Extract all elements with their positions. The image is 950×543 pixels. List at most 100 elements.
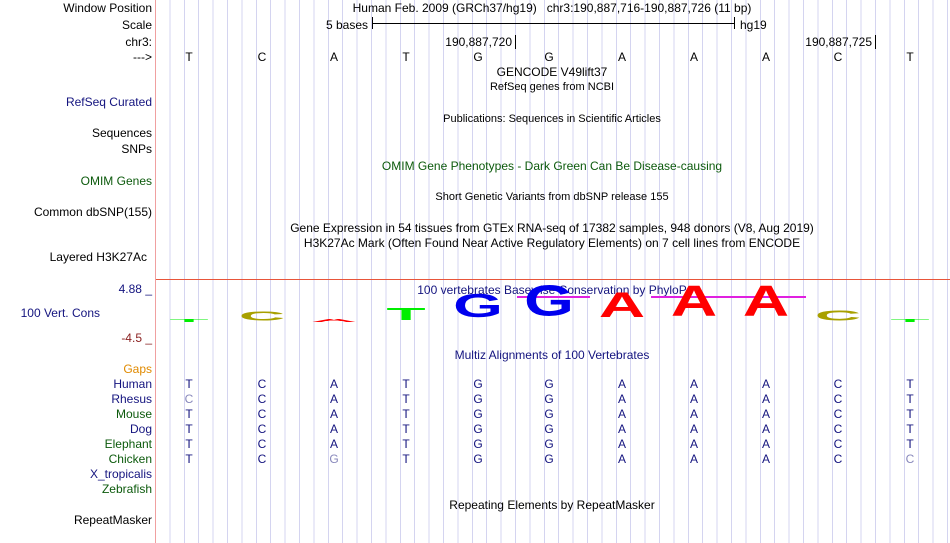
repeatmasker-label[interactable]: RepeatMasker	[73, 513, 152, 527]
common-dbsnp-label[interactable]: Common dbSNP(155)	[33, 205, 152, 219]
conservation-highlight	[651, 296, 806, 298]
aligned-base: A	[329, 377, 338, 391]
aligned-base: A	[617, 407, 626, 421]
omim-genes-label[interactable]: OMIM Genes	[80, 174, 152, 188]
aligned-base: A	[617, 422, 626, 436]
track-area[interactable]	[156, 0, 950, 543]
scale-label: Scale	[121, 18, 152, 32]
aligned-base: A	[329, 422, 338, 436]
aligned-base: A	[617, 377, 626, 391]
aligned-base: G	[329, 452, 339, 466]
species-label[interactable]: X_tropicalis	[89, 467, 152, 481]
aligned-base: C	[833, 407, 843, 421]
publications-title: Publications: Sequences in Scientific Ar…	[443, 113, 661, 125]
aligned-base: C	[833, 452, 843, 466]
conservation-letter: C	[238, 309, 286, 324]
conservation-letter: G	[524, 276, 574, 326]
conservation-letter: T	[890, 318, 930, 324]
aligned-base: A	[761, 437, 770, 451]
aligned-base: G	[544, 377, 554, 391]
aligned-base: C	[257, 437, 267, 451]
aligned-base: T	[906, 407, 914, 421]
base: G	[473, 50, 483, 64]
aligned-base: A	[761, 422, 770, 436]
species-label[interactable]: Chicken	[108, 452, 152, 466]
aligned-base: C	[905, 452, 915, 466]
species-label[interactable]: Rhesus	[111, 392, 152, 406]
gencode-title[interactable]: GENCODE V49lift37	[496, 65, 608, 79]
base: T	[185, 50, 193, 64]
aligned-base: C	[833, 377, 843, 391]
aligned-base: G	[544, 422, 554, 436]
aligned-base: T	[906, 377, 914, 391]
aligned-base: G	[473, 452, 483, 466]
aligned-base: T	[185, 377, 193, 391]
aligned-base: T	[402, 407, 410, 421]
aligned-base: T	[185, 422, 193, 436]
aligned-base: T	[185, 452, 193, 466]
aligned-base: G	[544, 437, 554, 451]
aligned-base: C	[257, 452, 267, 466]
scale-text: 5 bases	[325, 18, 368, 32]
refseq-curated-label[interactable]: RefSeq Curated	[65, 95, 152, 109]
track-label-column	[0, 0, 156, 543]
aligned-base: C	[833, 392, 843, 406]
aligned-base: A	[761, 392, 770, 406]
cons-max-label: 4.88 _	[118, 282, 152, 296]
species-label[interactable]: Zebrafish	[101, 482, 152, 496]
aligned-base: T	[402, 377, 410, 391]
base: A	[617, 50, 626, 64]
position[interactable]: chr3:190,887,716-190,887,726 (11 bp)	[546, 1, 752, 15]
base: C	[257, 50, 267, 64]
base: T	[906, 50, 914, 64]
gaps-label[interactable]: Gaps	[123, 362, 152, 376]
omim-title: OMIM Gene Phenotypes - Dark Green Can Be…	[381, 159, 723, 173]
vert-cons-label[interactable]: 100 Vert. Cons	[20, 306, 100, 320]
aligned-base: C	[833, 437, 843, 451]
aligned-base: C	[833, 422, 843, 436]
aligned-base: A	[689, 377, 698, 391]
cons-min-label: -4.5 _	[121, 331, 152, 345]
aligned-base: A	[617, 437, 626, 451]
base: A	[329, 50, 338, 64]
conservation-letter: C	[814, 307, 862, 324]
species-label[interactable]: Mouse	[115, 407, 152, 421]
conservation-highlight	[517, 296, 590, 298]
base: C	[833, 50, 843, 64]
aligned-base: T	[906, 437, 914, 451]
aligned-base: T	[185, 437, 193, 451]
snps-label[interactable]: SNPs	[121, 142, 152, 156]
aligned-base: T	[402, 392, 410, 406]
species-label[interactable]: Dog	[129, 422, 152, 436]
aligned-base: G	[473, 407, 483, 421]
assembly: Human Feb. 2009 (GRCh37/hg19)	[352, 1, 537, 15]
refseq-title: RefSeq genes from NCBI	[489, 81, 615, 93]
sequences-label[interactable]: Sequences	[91, 126, 152, 140]
aligned-base: C	[257, 407, 267, 421]
chr-label: chr3:	[125, 35, 152, 49]
h3k27ac-title: H3K27Ac Mark (Often Found Near Active Re…	[303, 236, 801, 250]
aligned-base: G	[473, 377, 483, 391]
gtex-title: Gene Expression in 54 tissues from GTEx …	[290, 221, 814, 235]
base: T	[402, 50, 410, 64]
aligned-base: C	[257, 392, 267, 406]
aligned-base: A	[761, 452, 770, 466]
base: A	[689, 50, 698, 64]
window-position-label: Window Position	[63, 1, 152, 15]
aligned-base: G	[544, 452, 554, 466]
base: G	[544, 50, 554, 64]
scale-bar	[372, 17, 735, 29]
aligned-base: G	[544, 392, 554, 406]
repeatmasker-title: Repeating Elements by RepeatMasker	[449, 498, 655, 512]
aligned-base: A	[689, 437, 698, 451]
position-info: Human Feb. 2009 (GRCh37/hg19) chr3:190,8…	[353, 1, 752, 15]
aligned-base: T	[906, 422, 914, 436]
layered-h3k27ac-label[interactable]: Layered H3K27Ac	[49, 250, 147, 264]
conservation-letter: A	[742, 276, 790, 326]
aligned-base: A	[617, 452, 626, 466]
aligned-base: T	[402, 422, 410, 436]
species-label[interactable]: Elephant	[104, 437, 152, 451]
aligned-base: A	[689, 392, 698, 406]
species-label[interactable]: Human	[113, 377, 152, 391]
strand-label[interactable]: --->	[133, 50, 152, 64]
